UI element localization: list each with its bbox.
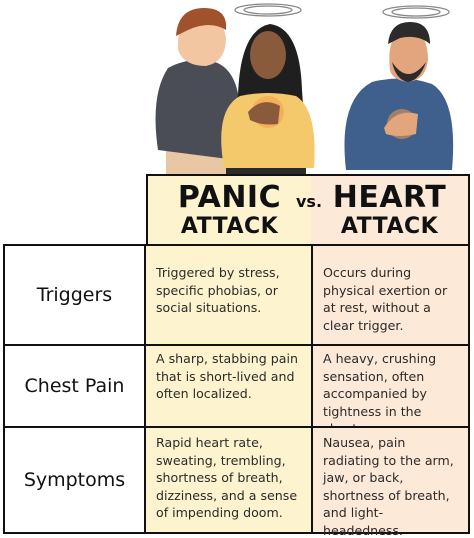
dizzy-swirl-icon	[234, 3, 450, 19]
symptoms-panic-cell: Rapid heart rate, sweating, trembling, s…	[146, 426, 311, 534]
row-label-triggers: Triggers	[3, 244, 146, 344]
heart-header-line2: ATTACK	[340, 213, 439, 239]
triggers-panic-cell: Triggered by stress, specific phobias, o…	[146, 244, 311, 344]
people-illustration	[155, 3, 454, 178]
versus-label: vs.	[296, 192, 323, 211]
heart-header-line1: HEART	[332, 179, 447, 215]
row-label-chest-pain: Chest Pain	[3, 344, 146, 426]
heart-attack-header: HEART ATTACK	[311, 174, 470, 244]
chest-pain-heart-cell: A heavy, crushing sensation, often accom…	[311, 344, 470, 436]
chest-pain-panic-cell: A sharp, stabbing pain that is short-liv…	[146, 344, 311, 426]
triggers-heart-cell: Occurs during physical exertion or at re…	[311, 244, 470, 344]
row-label-symptoms: Symptoms	[3, 426, 146, 534]
man-right-figure	[344, 22, 454, 170]
woman-center-figure	[221, 24, 315, 178]
panic-header-line2: ATTACK	[180, 213, 279, 239]
panic-attack-header: PANIC ATTACK	[146, 174, 311, 244]
symptoms-heart-cell: Nausea, pain radiating to the arm, jaw, …	[311, 426, 470, 538]
panic-header-line1: PANIC	[177, 179, 282, 215]
